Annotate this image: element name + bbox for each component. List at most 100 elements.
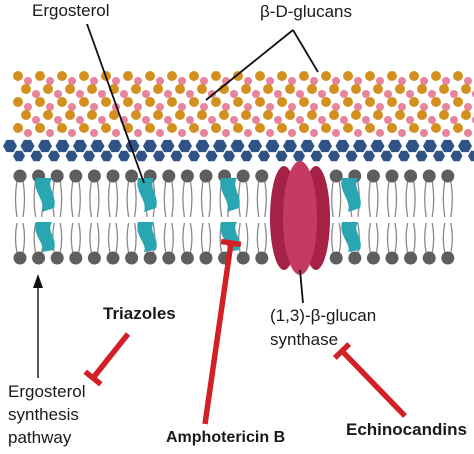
mannoprotein-hexagon xyxy=(440,139,455,153)
glucan-orange-bead xyxy=(365,71,375,81)
glucan-orange-bead xyxy=(57,71,67,81)
lipid-head xyxy=(199,251,213,265)
mannoprotein-hexagon xyxy=(30,150,43,162)
glucan-pink-bead xyxy=(332,129,340,137)
ergosterol-molecule xyxy=(137,178,157,212)
lipid-tail xyxy=(405,222,416,254)
lipid-head xyxy=(13,251,27,265)
mannoprotein-hexagon xyxy=(275,150,288,162)
glucan-pink-bead xyxy=(310,77,318,85)
glucan-pink-bead xyxy=(24,129,32,137)
glucan-orange-bead xyxy=(343,123,353,133)
glucan-pink-bead xyxy=(442,77,450,85)
glucan-pink-bead xyxy=(134,129,142,137)
ergosterol-pathway-label-line2: synthesis xyxy=(8,405,79,424)
lipid-head xyxy=(236,169,250,183)
glucan-pink-bead xyxy=(68,129,76,137)
glucan-pink-bead xyxy=(442,129,450,137)
lipid-head xyxy=(366,251,380,265)
glucan-pink-bead xyxy=(164,116,172,124)
glucan-pink-bead xyxy=(90,77,98,85)
lipid-tail xyxy=(14,180,26,218)
glucan-orange-bead xyxy=(277,97,287,107)
glucan-pink-bead xyxy=(98,90,106,98)
glucan-pink-bead xyxy=(288,77,296,85)
lipid-tail xyxy=(368,180,379,218)
glucan-orange-bead xyxy=(417,84,427,94)
glucan-orange-bead xyxy=(299,71,309,81)
mannoprotein-hexagon xyxy=(65,150,78,162)
mannoprotein-hexagon xyxy=(48,150,60,162)
glucan-orange-bead xyxy=(43,110,53,120)
mannoprotein-hexagon xyxy=(38,139,52,153)
glucan-orange-bead xyxy=(241,84,251,94)
lipid-head xyxy=(87,251,101,265)
glucan-pink-bead xyxy=(156,129,164,137)
glucan-pink-bead xyxy=(266,77,274,85)
glucan-orange-bead xyxy=(211,123,221,133)
lipid-tail xyxy=(238,222,249,254)
glucan-pink-bead xyxy=(156,77,164,85)
lipid-tail xyxy=(14,222,26,254)
lipid-tail xyxy=(89,180,100,218)
glucan-pink-bead xyxy=(90,129,98,137)
glucan-pink-bead xyxy=(24,103,32,111)
glucan-pink-bead xyxy=(178,103,186,111)
lipid-tail xyxy=(70,180,81,218)
mannoprotein-hexagon xyxy=(335,139,350,153)
glucan-orange-bead xyxy=(453,97,463,107)
glucan-orange-bead xyxy=(255,123,265,133)
glucan-orange-bead xyxy=(175,84,185,94)
glucan-orange-bead xyxy=(167,123,177,133)
glucan-orange-bead xyxy=(241,110,251,120)
glucan-orange-bead xyxy=(431,97,441,107)
inhibitor-bar xyxy=(332,342,352,360)
glucan-pink-bead xyxy=(296,116,304,124)
glucan-orange-bead xyxy=(13,123,23,133)
lipid-head xyxy=(13,169,27,183)
glucan-orange-bead xyxy=(373,110,383,120)
ergosterol-molecule xyxy=(341,178,361,212)
glucan-orange-bead xyxy=(145,97,155,107)
glucan-pink-bead xyxy=(362,116,370,124)
glucans-pointer-line xyxy=(292,29,319,73)
glucan-orange-bead xyxy=(167,71,177,81)
glucan-pink-bead xyxy=(398,103,406,111)
lipid-head xyxy=(422,251,436,265)
glucan-orange-bead xyxy=(131,110,141,120)
ergosterol-molecule xyxy=(220,178,240,212)
glucan-pink-bead xyxy=(244,77,252,85)
glucan-pink-bead xyxy=(142,90,150,98)
inhibitor-bar xyxy=(83,369,103,387)
glucan-pink-bead xyxy=(420,129,428,137)
mannoprotein-hexagon xyxy=(388,139,402,153)
lipid-head xyxy=(255,251,269,265)
glucan-pink-bead xyxy=(186,116,194,124)
glucan-orange-bead xyxy=(299,123,309,133)
ergosterol-molecule xyxy=(35,178,55,212)
mannoprotein-hexagon xyxy=(83,150,95,162)
lipid-head xyxy=(180,169,194,183)
ergosterol-label: Ergosterol xyxy=(32,1,110,20)
glucan-orange-bead xyxy=(79,71,89,81)
glucan-orange-bead xyxy=(453,71,463,81)
glucan-orange-bead xyxy=(439,110,449,120)
glucan-synthase-protein xyxy=(270,161,330,275)
glucan-pink-bead xyxy=(200,77,208,85)
lipid-head xyxy=(50,169,64,183)
glucan-orange-bead xyxy=(189,71,199,81)
mannoprotein-hexagon xyxy=(160,139,175,153)
glucan-orange-bead xyxy=(409,123,419,133)
lipid-tail xyxy=(386,180,398,218)
glucan-orange-bead xyxy=(299,97,309,107)
glucan-orange-bead xyxy=(123,71,133,81)
amphotericin-b-label: Amphotericin B xyxy=(166,429,286,446)
glucan-orange-bead xyxy=(453,123,463,133)
mannoprotein-hexagon xyxy=(90,139,105,153)
glucan-orange-bead xyxy=(461,84,471,94)
lipid-head xyxy=(441,169,455,183)
inhibitor-shaft xyxy=(90,332,131,380)
mannoprotein-hexagon xyxy=(468,150,474,162)
lipid-head xyxy=(87,169,101,183)
glucan-pink-bead xyxy=(186,90,194,98)
